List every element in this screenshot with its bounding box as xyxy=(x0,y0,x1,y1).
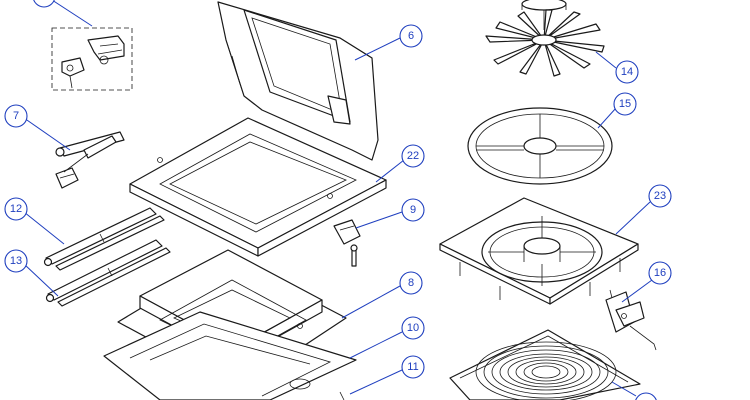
callout-9[interactable]: 9 xyxy=(355,198,425,229)
callout-8-label: 8 xyxy=(408,277,414,289)
callout-22-label: 22 xyxy=(407,150,419,162)
callout-23[interactable]: 23 xyxy=(615,184,672,235)
callout-11[interactable]: 11 xyxy=(349,355,425,395)
callout-13-label: 13 xyxy=(10,255,22,267)
callout-10[interactable]: 10 xyxy=(349,316,425,359)
lid-dome xyxy=(217,1,379,161)
callout-13[interactable]: 13 xyxy=(4,249,59,297)
callout-16-label: 16 xyxy=(654,267,666,279)
fan-housing-plate xyxy=(439,197,639,305)
spoked-disc xyxy=(467,107,613,185)
callout-10-label: 10 xyxy=(407,322,419,334)
side-rail-pair-top xyxy=(43,207,165,271)
callout-15-label: 15 xyxy=(619,98,631,110)
callout-14[interactable]: 14 xyxy=(595,51,639,84)
fan-blade xyxy=(485,0,605,77)
side-rail-pair-bottom xyxy=(45,239,171,307)
callout-7-label: 7 xyxy=(13,110,19,122)
clip-and-screw xyxy=(333,219,361,267)
callout-12-label: 12 xyxy=(10,203,22,215)
callout-22[interactable]: 22 xyxy=(375,144,425,183)
lower-trim-ring xyxy=(103,311,357,400)
callout-23-label: 23 xyxy=(654,190,666,202)
callout-11-label: 11 xyxy=(407,361,418,373)
callout-16[interactable]: 16 xyxy=(621,261,672,303)
callout-8[interactable]: 8 xyxy=(341,271,423,319)
callout-14-label: 14 xyxy=(621,66,633,78)
inner-frame xyxy=(129,117,387,257)
callout-9-label: 9 xyxy=(410,204,416,216)
bracket-detail xyxy=(33,0,133,91)
callout-6-label: 6 xyxy=(408,30,414,42)
callout-6[interactable]: 6 xyxy=(354,24,423,61)
strut-arm xyxy=(55,131,125,189)
callout-15[interactable]: 15 xyxy=(597,92,637,129)
motor-bracket xyxy=(605,289,657,351)
callout-grille-leader xyxy=(611,381,657,400)
callout-7[interactable]: 7 xyxy=(4,104,71,151)
fan-grille xyxy=(449,329,641,400)
callout-12[interactable]: 12 xyxy=(4,197,65,245)
